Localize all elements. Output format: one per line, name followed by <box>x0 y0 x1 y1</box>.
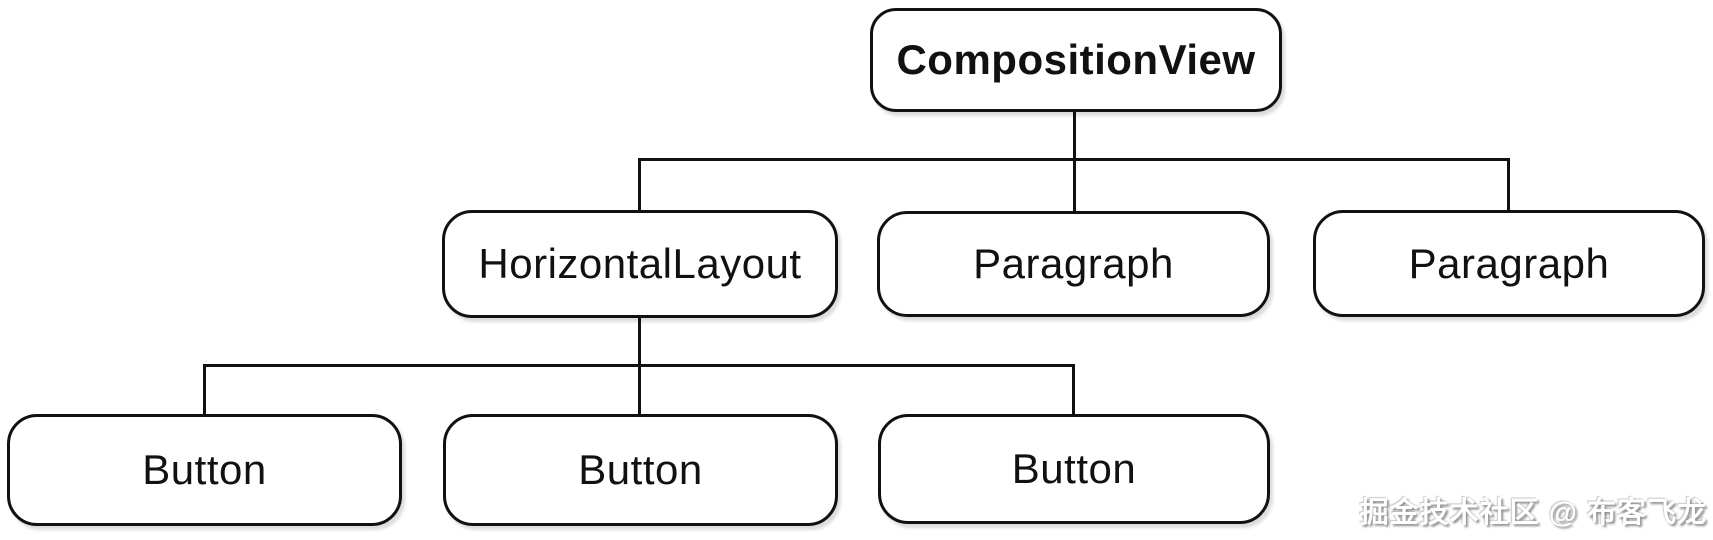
node-label: Button <box>578 446 703 493</box>
connector-drop-horizontallayout <box>638 158 641 212</box>
node-paragraph-1: Paragraph <box>877 211 1270 317</box>
node-label: Paragraph <box>973 240 1174 287</box>
node-label: CompositionView <box>896 36 1256 83</box>
node-label: HorizontalLayout <box>478 240 802 287</box>
connector-horizontallayout-down <box>638 316 641 366</box>
node-label: Button <box>1011 445 1137 492</box>
node-compositionview: CompositionView <box>870 8 1282 112</box>
node-label: Button <box>142 446 267 493</box>
node-button-3: Button <box>878 414 1270 524</box>
connector-root-drop <box>1073 110 1076 212</box>
watermark-text: 掘金技术社区 @ 布客飞龙 <box>1359 497 1707 529</box>
connector-drop-button-2 <box>638 364 641 416</box>
node-horizontallayout: HorizontalLayout <box>442 210 838 318</box>
connector-drop-paragraph-2 <box>1507 158 1510 212</box>
connector-drop-button-3 <box>1072 364 1075 416</box>
node-label: Paragraph <box>1408 239 1610 287</box>
connector-level1-horizontal <box>638 158 1510 161</box>
node-paragraph-2: Paragraph <box>1313 210 1705 317</box>
connector-drop-button-1 <box>203 364 206 416</box>
node-button-1: Button <box>7 414 402 526</box>
node-button-2: Button <box>443 414 838 526</box>
